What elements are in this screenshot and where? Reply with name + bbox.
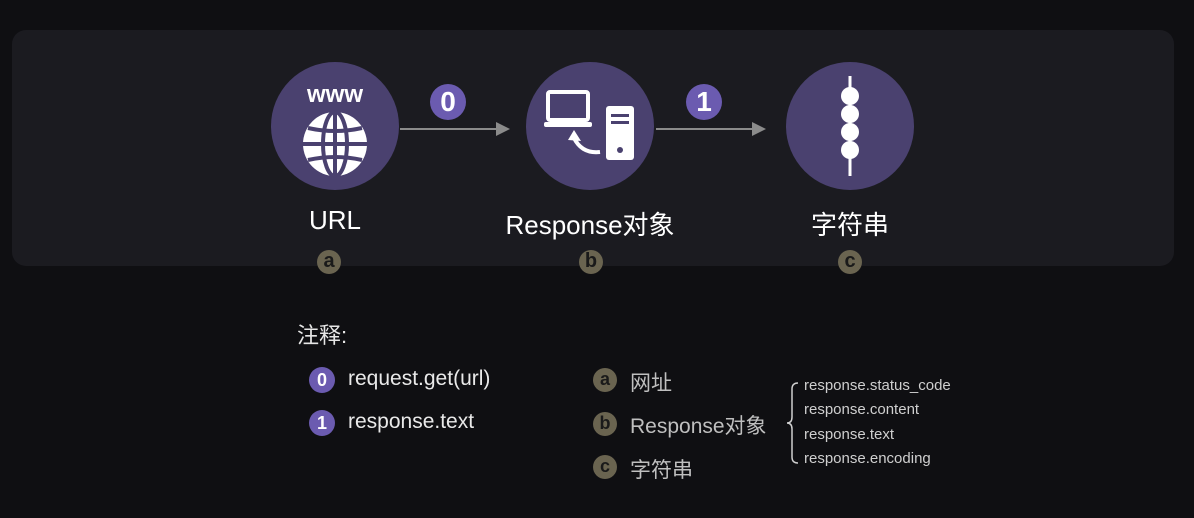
legend-tag-c: c — [593, 455, 617, 479]
attribute-content: response.content — [804, 401, 920, 418]
response-label: Response对象 — [505, 210, 675, 240]
legend-step-1-text: response.text — [348, 410, 475, 433]
string-label: 字符串 — [810, 210, 889, 240]
legend-step-0-text: request.get(url) — [348, 367, 491, 390]
legend-tag-a: a — [593, 368, 617, 392]
string-beads-icon — [841, 76, 859, 176]
attribute-text: response.text — [804, 426, 895, 443]
tag-a: a — [317, 250, 341, 274]
legend-step-1: 1 — [309, 410, 335, 436]
notes-title: 注释: — [297, 323, 348, 348]
computer-server-icon — [544, 90, 634, 160]
step-badge-1: 1 — [686, 84, 722, 120]
legend-step-0: 0 — [309, 367, 335, 393]
url-label: URL — [308, 205, 361, 235]
globe-www-icon: www — [303, 81, 367, 178]
arrow-url-to-response — [400, 122, 510, 136]
legend-tag-a-text: 网址 — [630, 372, 672, 395]
tag-b: b — [579, 250, 603, 274]
string-node — [786, 62, 914, 190]
arrow-response-to-string — [656, 122, 766, 136]
tag-c: c — [838, 250, 862, 274]
brace-icon — [786, 382, 799, 464]
attribute-encoding: response.encoding — [804, 450, 931, 467]
step-badge-0: 0 — [430, 84, 466, 120]
legend-tag-b-text: Response对象 — [630, 415, 767, 438]
www-text: www — [306, 81, 363, 108]
legend-tag-c-text: 字符串 — [630, 459, 693, 482]
attribute-status-code: response.status_code — [804, 377, 951, 394]
legend-tag-b: b — [593, 412, 617, 436]
response-node — [526, 62, 654, 190]
url-node: www — [271, 62, 399, 190]
